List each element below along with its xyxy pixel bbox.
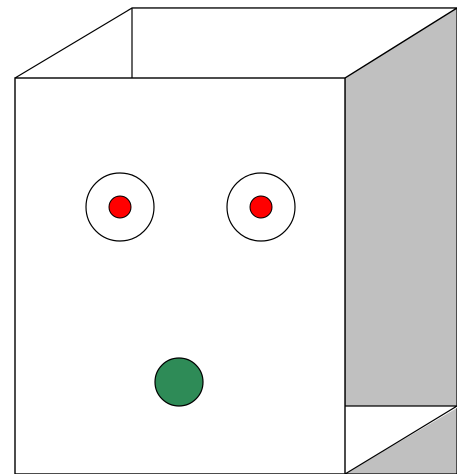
box-front-face: [15, 78, 345, 474]
mouth-dot: [155, 358, 203, 406]
right-eye-dot: [250, 196, 272, 218]
box-right-face: [345, 8, 457, 474]
left-eye-dot: [109, 196, 131, 218]
